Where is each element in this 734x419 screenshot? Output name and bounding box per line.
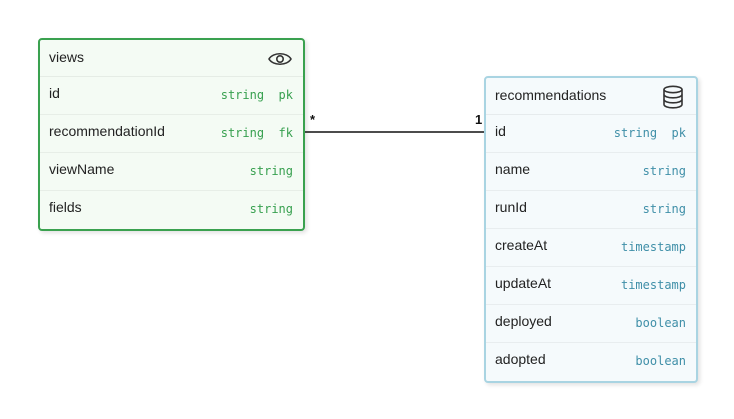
recommendations-table-fields: id string pk name string runId string createAt… [486, 115, 696, 381]
cardinality-one-label: 1 [475, 112, 483, 127]
field-type: boolean [635, 354, 686, 368]
field-type: string [250, 202, 293, 216]
cardinality-many-label: * [310, 112, 316, 127]
views-table-header[interactable]: views [40, 40, 303, 77]
field-type-name: string [613, 126, 658, 140]
field-name: runId [495, 199, 527, 215]
field-type-name: string [642, 202, 686, 216]
field-key-badge: pk [671, 126, 686, 140]
field-type: string pk [614, 126, 686, 140]
field-type: timestamp [621, 240, 686, 254]
field-type-name: boolean [635, 354, 686, 368]
views-field-row[interactable]: fields string [40, 191, 303, 229]
field-type-name: string [249, 202, 293, 216]
field-type-name: timestamp [620, 278, 686, 292]
recommendations-field-row[interactable]: name string [486, 153, 696, 191]
field-type-name: string [220, 126, 265, 140]
field-name: updateAt [495, 275, 552, 291]
field-name: viewName [49, 161, 115, 177]
field-type: boolean [635, 316, 686, 330]
recommendations-field-row[interactable]: adopted boolean [486, 343, 696, 381]
field-type-name: timestamp [620, 240, 686, 254]
field-type: timestamp [621, 278, 686, 292]
field-type: string [643, 202, 686, 216]
field-type-name: boolean [635, 316, 686, 330]
views-field-row[interactable]: recommendationId string fk [40, 115, 303, 153]
views-table-fields: id string pk recommendationId string fk view… [40, 77, 303, 229]
recommendations-field-row[interactable]: updateAt timestamp [486, 267, 696, 305]
field-name: deployed [495, 313, 552, 329]
field-key-badge: pk [278, 88, 293, 102]
field-name: adopted [495, 351, 546, 367]
views-field-row[interactable]: id string pk [40, 77, 303, 115]
database-icon [660, 84, 686, 110]
field-type-name: string [642, 164, 686, 178]
field-name: createAt [495, 237, 548, 253]
views-table-title: views [49, 49, 85, 65]
recommendations-field-row[interactable]: deployed boolean [486, 305, 696, 343]
field-name: recommendationId [49, 123, 165, 139]
recommendations-field-row[interactable]: id string pk [486, 115, 696, 153]
field-name: id [49, 85, 60, 101]
recommendations-table-title: recommendations [495, 87, 607, 103]
field-type: string pk [221, 88, 293, 102]
field-name: id [495, 123, 506, 139]
field-name: fields [49, 199, 82, 215]
field-key-badge: fk [278, 126, 293, 140]
recommendations-field-row[interactable]: runId string [486, 191, 696, 229]
eye-icon [267, 46, 293, 72]
field-type: string fk [221, 126, 293, 140]
views-table[interactable]: views id string pk recommendationId string … [38, 38, 305, 231]
field-type-name: string [249, 164, 293, 178]
views-field-row[interactable]: viewName string [40, 153, 303, 191]
field-type: string [250, 164, 293, 178]
field-type: string [643, 164, 686, 178]
recommendations-field-row[interactable]: createAt timestamp [486, 229, 696, 267]
field-name: name [495, 161, 531, 177]
field-type-name: string [220, 88, 265, 102]
recommendations-table-header[interactable]: recommendations [486, 78, 696, 115]
